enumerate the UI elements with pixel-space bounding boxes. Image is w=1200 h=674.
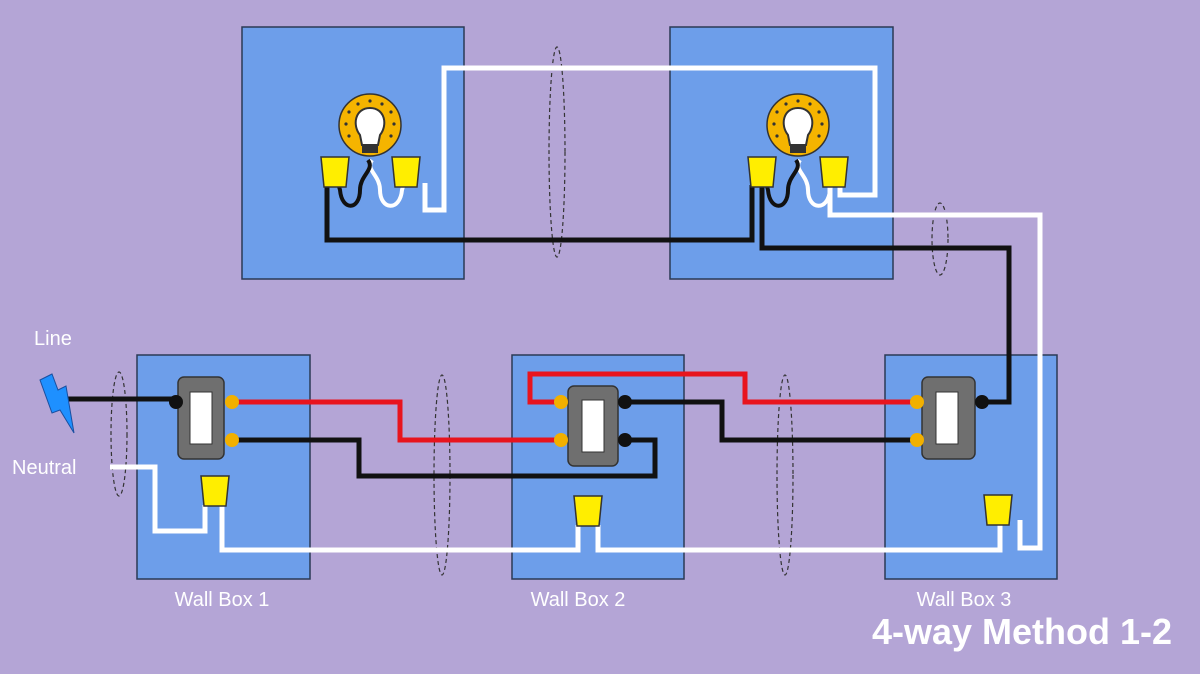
wire-nut-icon [747,156,777,188]
neutral-wire-light2-to-wb3 [827,180,1043,551]
switch-wb3 [910,376,989,460]
wire-nut-icon [819,156,849,188]
wire-nut-icon [200,475,230,507]
line-label: Line [34,328,72,350]
wire-nut-icon [983,494,1013,526]
cable-markers [110,46,949,576]
hot-wire-wb1-to-wb2 [235,437,658,479]
neutral-wires [110,65,1043,553]
traveler-wire-wb2-to-wb3 [527,371,915,405]
switch-wb2 [554,385,632,467]
traveler-wire-wb1-to-wb2 [235,399,560,443]
cable-marker-wb1 [110,371,128,497]
hot-wire-lamp1-to-lamp2 [324,185,755,243]
neutral-label: Neutral [12,457,76,479]
wire-nuts [200,156,1013,527]
hot-wire-wb2-to-wb3 [625,399,915,443]
neutral-wire-wb1-to-wb2 [219,505,581,553]
light-box-1 [241,26,465,280]
traveler-wires [235,371,915,443]
switch-wb1 [169,376,239,460]
cable-marker-top [548,46,566,258]
lamp-2 [766,93,830,157]
neutral-wire-wb2-to-wb3 [595,520,1003,553]
lamp-1 [338,93,402,157]
diagram-title: 4-way Method 1-2 [872,611,1172,652]
lamp2-black-lead [764,158,800,208]
lamp1-black-lead [336,158,372,208]
wire-nut-icon [391,156,421,188]
line-lightning-icon [39,373,75,434]
wire-nut-icon [573,495,603,527]
hot-wires [52,158,1012,479]
hot-wire-lamp2-to-wb3 [759,185,1012,405]
wire-nut-icon [320,156,350,188]
neutral-wire-light1-to-light2 [422,65,878,213]
cable-marker-wb2-wb3 [776,374,794,576]
wall-box-2-label: Wall Box 2 [531,589,626,611]
wall-box-3-label: Wall Box 3 [917,589,1012,611]
wall-box-1-label: Wall Box 1 [175,589,270,611]
neutral-wire-input [110,464,208,534]
cable-marker-right [931,202,949,276]
